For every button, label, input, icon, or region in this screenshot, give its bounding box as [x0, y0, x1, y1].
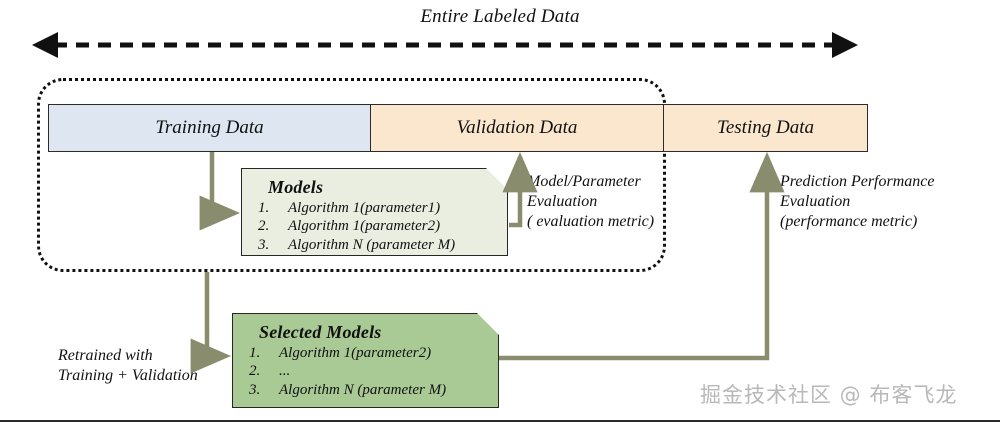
list-item-number: 2. [249, 363, 261, 380]
figure-bottom-rule [0, 420, 1000, 422]
list-item: 3. Algorithm N (parameter M) [258, 236, 497, 254]
list-item: 2. ... [249, 362, 488, 380]
group-to-selected-models-arrow [190, 272, 232, 374]
data-segment-training[interactable]: Training Data [49, 105, 371, 151]
list-item-label: Algorithm N (parameter M) [288, 236, 456, 253]
list-item-number: 1. [258, 200, 270, 216]
list-item-label: Algorithm N (parameter M) [279, 381, 447, 398]
selected-models-box[interactable]: Selected Models 1. Algorithm 1(parameter… [232, 313, 499, 408]
data-segment-testing[interactable]: Testing Data [664, 105, 867, 151]
list-item: 1. Algorithm 1(parameter2) [249, 344, 488, 362]
annotation-model-parameter-evaluation: Model/Parameter Evaluation ( evaluation … [527, 173, 655, 230]
models-box[interactable]: Models 1. Algorithm 1(parameter1) 2. Alg… [241, 168, 508, 256]
watermark: 掘金技术社区 @ 布客飞龙 [700, 383, 958, 407]
entire-labeled-data-span-arrow [30, 28, 860, 62]
selected-models-list: 1. Algorithm 1(parameter2) 2. ... 3. Alg… [249, 344, 488, 399]
data-segment-validation[interactable]: Validation Data [371, 105, 664, 151]
list-item-label: Algorithm 1(parameter2) [279, 345, 432, 361]
list-item-number: 3. [249, 381, 261, 398]
selected-models-box-title: Selected Models [259, 322, 382, 342]
list-item-number: 3. [258, 236, 270, 253]
list-item-label: Algorithm 1(parameter2) [288, 218, 441, 235]
labeled-data-bar: Training Data Validation Data Testing Da… [48, 104, 868, 152]
list-item-label: ... [279, 363, 291, 380]
list-item: 3. Algorithm N (parameter M) [249, 381, 488, 399]
models-box-title: Models [268, 177, 324, 197]
list-item-label: Algorithm 1(parameter1) [288, 200, 441, 216]
annotation-prediction-performance-evaluation: Prediction Performance Evaluation (perfo… [780, 173, 935, 230]
list-item: 1. Algorithm 1(parameter1) [258, 199, 497, 217]
models-list: 1. Algorithm 1(parameter1) 2. Algorithm … [258, 199, 497, 254]
page-title: Entire Labeled Data [420, 6, 580, 27]
annotation-retrained-with: Retrained with Training + Validation [58, 347, 198, 384]
list-item-number: 2. [258, 218, 270, 235]
list-item: 2. Algorithm 1(parameter2) [258, 217, 497, 235]
list-item-number: 1. [249, 345, 261, 361]
